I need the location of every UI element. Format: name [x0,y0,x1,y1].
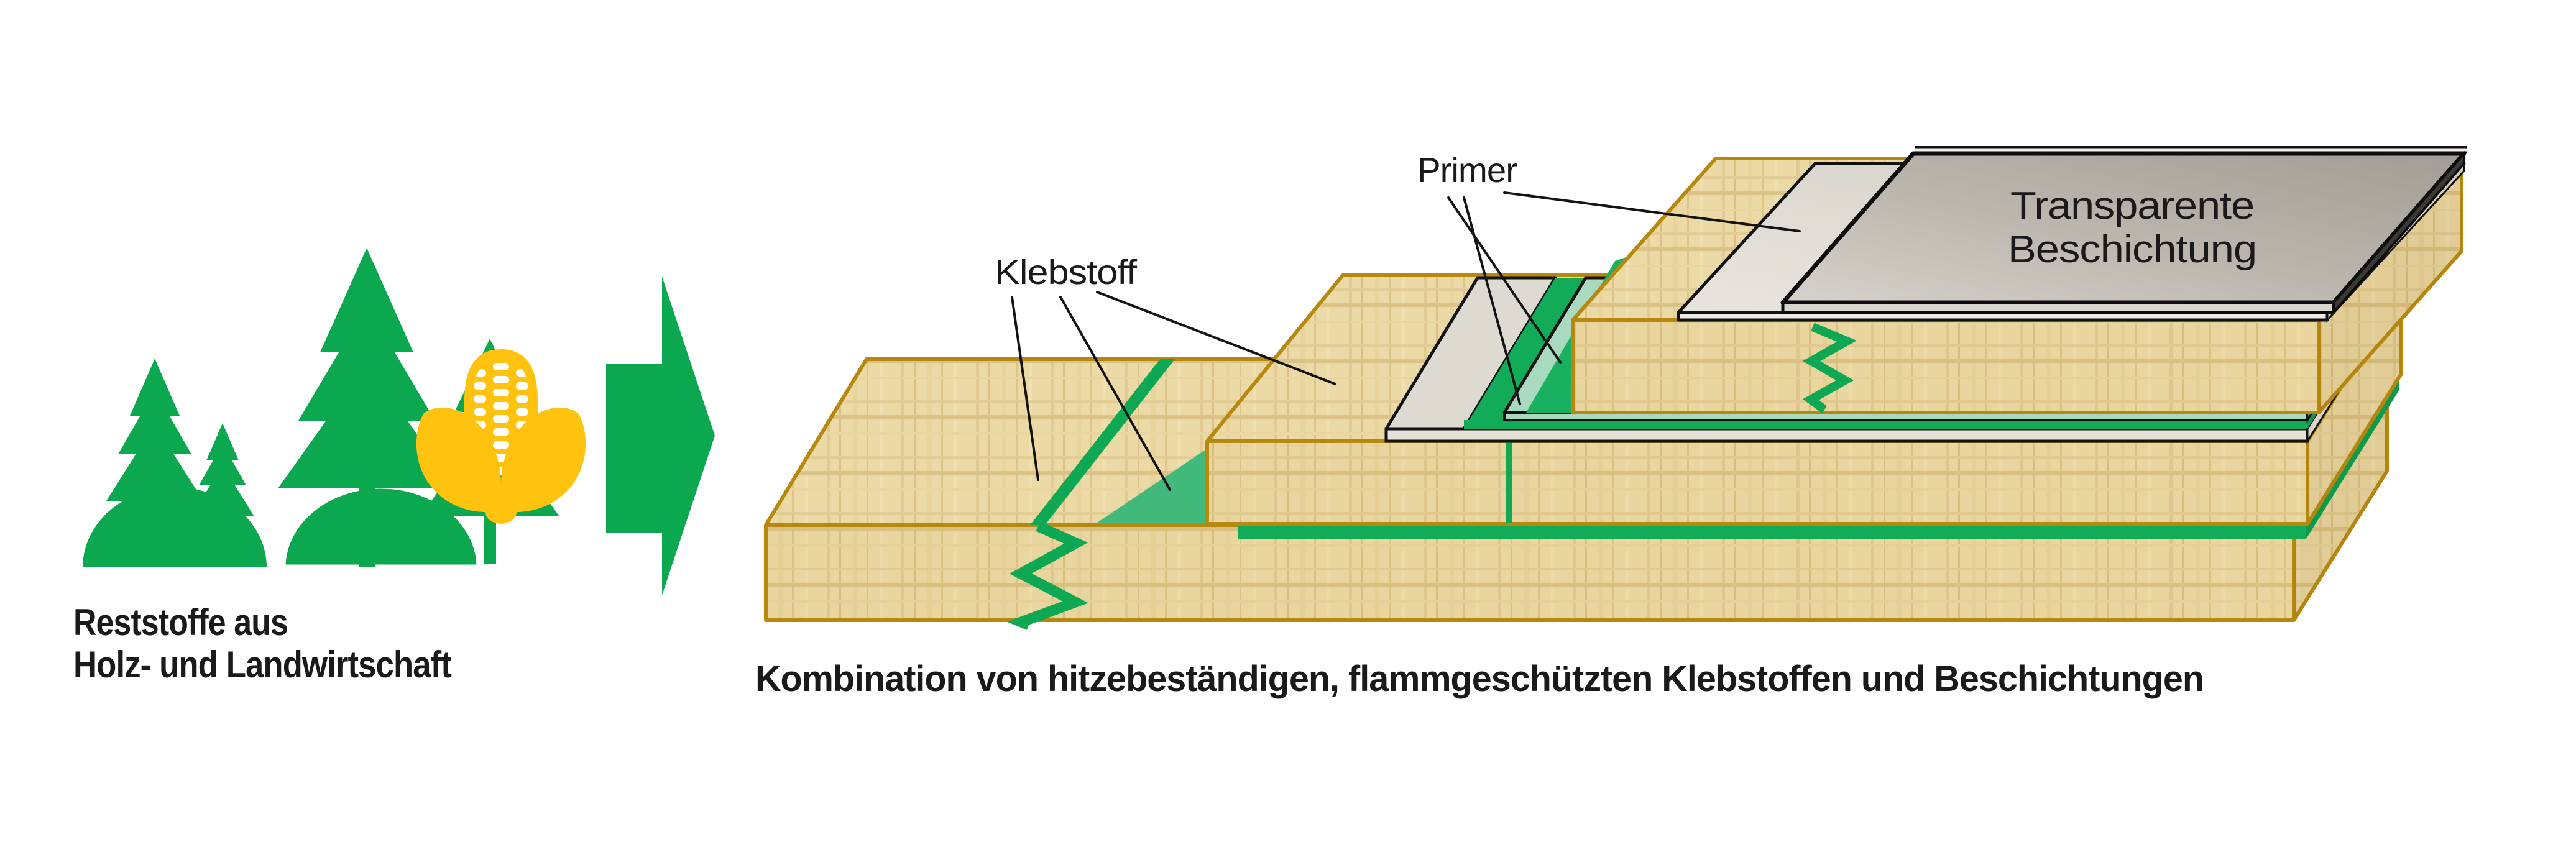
label-primer: Primer [1417,150,1517,190]
wood-stack: Transparente Beschichtung Klebstoff Prim… [764,146,2467,630]
source-label-line1: Reststoffe aus [73,602,288,643]
corn-husk-left [416,407,501,513]
front-shade [766,525,2294,620]
coating-right-edge [2332,150,2465,316]
coating-label-line1: Transparente [2010,185,2254,227]
leader-lines [1011,191,1801,491]
tree-small [106,359,203,547]
corn-husk-right [501,407,586,513]
side-shade [2319,158,2462,413]
klebstoff-leader-3 [1096,291,1336,385]
primer-leader-2 [1463,196,1521,405]
adhesive-stripe [1030,359,1175,525]
side-shade [2307,292,2401,524]
corn-kernels [474,363,528,475]
adhesive-zigzag-top [1802,323,1857,413]
adhesive-sheet-front [1464,420,2307,429]
source-label-line2: Holz- und Landwirtschaft [73,644,452,685]
corn-icon [416,349,586,524]
right-arrow-icon [606,277,715,595]
coating-label-line2: Beschichtung [2008,228,2256,271]
transparent-coating: Transparente Beschichtung [1780,146,2467,316]
figure-caption: Kombination von hitzebeständigen, flammg… [755,659,2204,699]
primer-sheet-lower-front [1384,427,2309,443]
front-shade [1207,441,2307,524]
tree-tiny [191,423,254,550]
front-shade [1573,320,2319,413]
coating-front-edge [1781,301,2335,314]
primer-leader-1 [1447,196,1562,364]
adhesive-zigzag-bottom [1006,521,1088,630]
tree-big [278,248,456,567]
klebstoff-leader-1 [1011,296,1039,481]
label-klebstoff: Klebstoff [995,252,1138,291]
klebstoff-leader-2 [1059,296,1171,491]
primer-leader-3 [1503,191,1801,232]
adhesive-band-front [1238,524,2306,539]
glue-joint-line [1506,442,1512,523]
